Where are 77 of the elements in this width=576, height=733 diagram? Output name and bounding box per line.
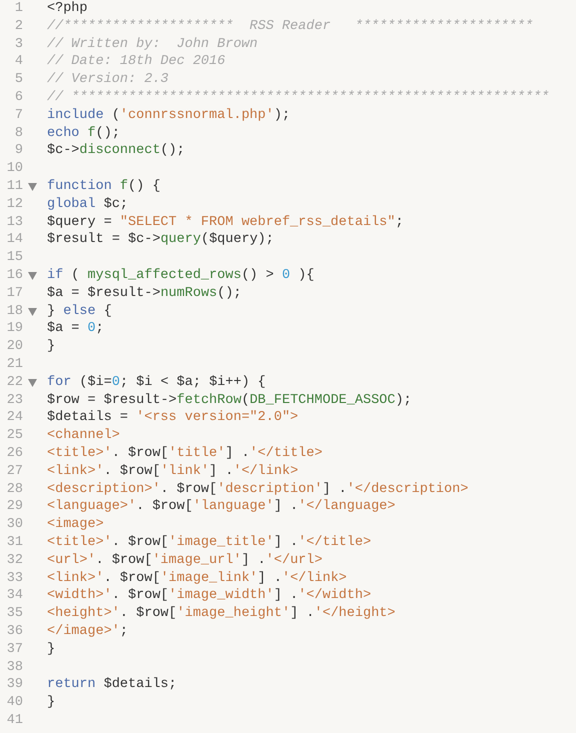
code-line: <language>'. $row['language'] .'</language> — [47, 498, 396, 516]
line-number: 39 — [6, 676, 23, 694]
line-number: 35 — [6, 605, 23, 623]
code-line: // Written by: John Brown — [47, 36, 258, 54]
line-number: 13 — [6, 214, 23, 232]
line-number: 32 — [6, 552, 23, 570]
line-number: 10 — [6, 160, 23, 178]
code-line: <link>'. $row['image_link'] .'</link> — [47, 570, 347, 588]
line-number: 23 — [6, 392, 23, 410]
code-line: $a = $result->numRows(); — [47, 284, 242, 303]
line-number: 20 — [6, 338, 23, 356]
code-line: //********************* RSS Reader ********************** — [47, 18, 534, 36]
line-number: 36 — [6, 623, 23, 641]
code-line: $query = "SELECT * FROM webref_rss_details"; — [47, 214, 404, 232]
code-line: <width>'. $row['image_width'] .'</width> — [47, 587, 372, 606]
line-number: 8 — [14, 124, 23, 142]
code-line: } — [47, 694, 56, 712]
code-line: <title>'. $row['image_title'] .'</title> — [47, 534, 372, 552]
line-number: 2 — [14, 18, 23, 36]
line-number: 19 — [6, 320, 23, 338]
line-number: 29 — [6, 498, 23, 516]
code-line: </image>'; — [47, 623, 128, 641]
line-number: 18 — [6, 302, 23, 320]
line-number: 33 — [6, 570, 23, 588]
code-line: // Date: 18th Dec 2016 — [47, 53, 226, 72]
line-number: 24 — [6, 409, 23, 428]
line-number: 30 — [6, 516, 23, 534]
line-number: 15 — [6, 249, 23, 267]
line-number: 26 — [6, 445, 23, 463]
line-number: 1 — [14, 0, 23, 18]
code-line: <title>'. $row['title'] .'</title> — [47, 445, 322, 463]
code-line: <image> — [47, 516, 104, 534]
code-line: $c->disconnect(); — [47, 142, 185, 160]
line-number: 41 — [6, 712, 23, 730]
code-line: $result = $c->query($query); — [47, 231, 274, 250]
code-line: return $details; — [47, 676, 177, 694]
line-number: 11 — [6, 178, 23, 196]
code-line: $a = 0; — [47, 320, 104, 338]
code-line: // *********************************************************** — [47, 89, 550, 107]
code-line: } — [47, 640, 56, 659]
code-line: <url>'. $row['image_url'] .'</url> — [47, 552, 322, 570]
line-number: 40 — [6, 694, 23, 712]
code-line: } — [47, 338, 56, 356]
line-number: 5 — [14, 71, 23, 89]
code-line: <link>'. $row['link'] .'</link> — [47, 462, 298, 481]
line-number: 7 — [14, 106, 23, 125]
line-number: 38 — [6, 658, 23, 676]
line-number: 31 — [6, 534, 23, 552]
line-number: 21 — [6, 356, 23, 374]
code-line: // Version: 2.3 — [47, 71, 169, 89]
code-line: echo f(); — [47, 124, 120, 142]
code-line: <height>'. $row['image_height'] .'</height> — [47, 605, 396, 623]
line-number: 27 — [6, 462, 23, 481]
line-number: 16 — [6, 267, 23, 285]
line-number: 34 — [6, 587, 23, 606]
line-number: 28 — [6, 480, 23, 498]
code-line: function f() { — [47, 178, 160, 196]
line-number: 22 — [6, 374, 23, 392]
code-line: $details = '<rss version="2.0"> — [47, 409, 298, 428]
code-line: if ( mysql_affected_rows() > 0 ){ — [47, 267, 314, 285]
code-line: } else { — [47, 302, 112, 320]
code-line: include ('connrssnormal.php'); — [47, 106, 290, 125]
code-line: $row = $result->fetchRow(DB_FETCHMODE_ASSOC); — [47, 392, 412, 410]
line-number: 4 — [14, 53, 23, 72]
code-line: global $c; — [47, 196, 128, 214]
code-line: for ($i=0; $i < $a; $i++) { — [47, 374, 266, 392]
line-number: 37 — [6, 640, 23, 659]
code-line: <channel> — [47, 427, 120, 445]
code-line: <description>'. $row['description'] .'</description> — [47, 480, 468, 498]
line-number: 9 — [14, 142, 23, 160]
line-number: 12 — [6, 196, 23, 214]
line-number: 25 — [6, 427, 23, 445]
line-number: 3 — [14, 36, 23, 54]
code-line: <?php — [47, 0, 88, 18]
line-number: 14 — [6, 231, 23, 250]
line-number: 17 — [6, 284, 23, 303]
line-number: 6 — [14, 89, 23, 107]
